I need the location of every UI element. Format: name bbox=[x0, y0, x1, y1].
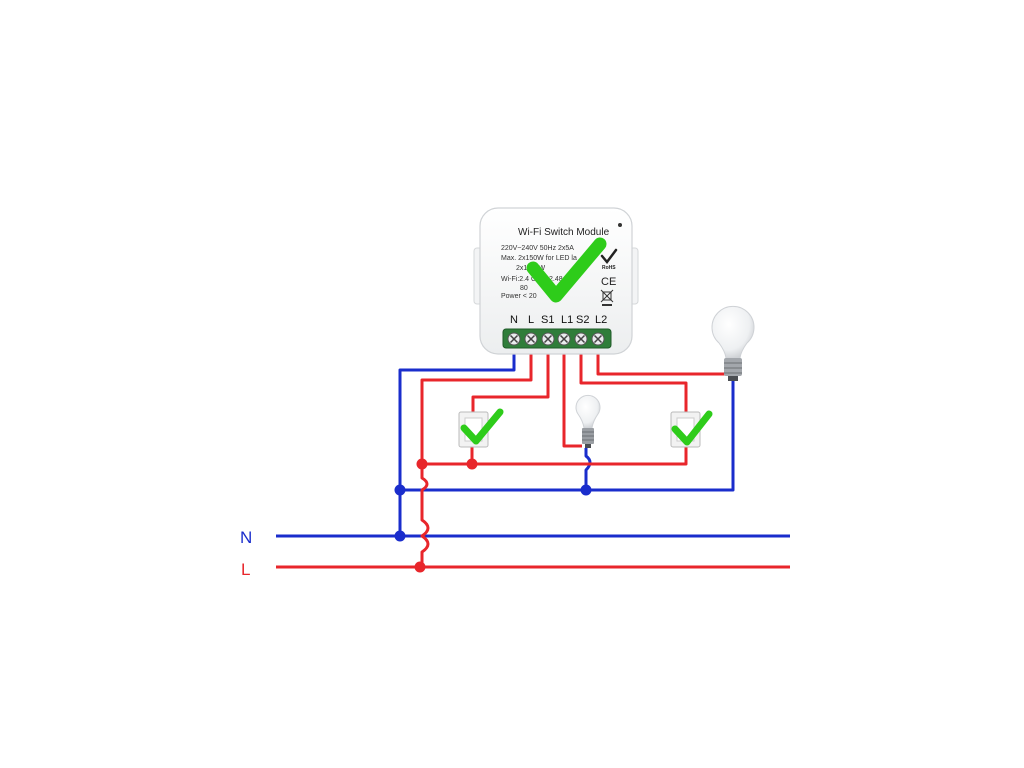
terminal-screw bbox=[507, 332, 521, 346]
junction-dot bbox=[394, 484, 406, 496]
light-bulb-large bbox=[711, 305, 755, 381]
neutral-bus-label: N bbox=[240, 528, 252, 547]
terminal-screw bbox=[524, 332, 538, 346]
terminal-label-s1: S1 bbox=[541, 314, 554, 326]
terminal-screw bbox=[541, 332, 555, 346]
s1-wire bbox=[471, 342, 550, 412]
terminal-screw bbox=[591, 332, 605, 346]
terminal-screw bbox=[574, 332, 588, 346]
junction-dot bbox=[466, 458, 478, 470]
module-spec-6: Power < 20 bbox=[501, 293, 537, 300]
wifi-switch-module: Wi-Fi Switch Module 220V~240V 50Hz 2x5A … bbox=[473, 207, 639, 355]
junction-dot bbox=[414, 561, 426, 573]
terminal-screw bbox=[557, 332, 571, 346]
module-spec-5: 80 bbox=[520, 285, 528, 292]
checkmark-icon bbox=[671, 410, 713, 446]
ce-mark: CE bbox=[601, 276, 616, 288]
module-title: Wi-Fi Switch Module bbox=[518, 227, 610, 238]
terminal-screws bbox=[507, 332, 605, 346]
rohs-label: RoHS bbox=[602, 265, 616, 271]
junction-dot bbox=[416, 458, 428, 470]
module-spec-4: Wi-Fi:2.4 GHz~2.48 bbox=[501, 276, 563, 283]
s2-wire bbox=[579, 342, 688, 412]
junctions bbox=[394, 458, 592, 573]
live-bus-label: L bbox=[241, 560, 250, 579]
terminal-label-l2: L2 bbox=[595, 314, 607, 326]
terminal-label-l1: L1 bbox=[561, 314, 573, 326]
live-wire-module bbox=[420, 342, 533, 567]
wall-switch-right bbox=[670, 410, 713, 448]
weee-bin-icon bbox=[600, 289, 614, 306]
light-bulb-icon bbox=[575, 394, 601, 429]
terminal-label-l: L bbox=[528, 314, 534, 326]
terminal-label-s2: S2 bbox=[576, 314, 589, 326]
l1-wire bbox=[562, 342, 582, 448]
light-bulb-icon bbox=[711, 305, 755, 359]
neutral-wire-module bbox=[398, 342, 516, 536]
rohs-check-icon bbox=[600, 248, 618, 265]
status-led bbox=[618, 223, 622, 227]
module-spec-1: 220V~240V 50Hz 2x5A bbox=[501, 245, 574, 252]
live-wires bbox=[276, 342, 790, 569]
wires bbox=[276, 342, 790, 569]
junction-dot bbox=[394, 530, 406, 542]
checkmark-icon bbox=[460, 408, 504, 445]
light-bulb-small bbox=[575, 394, 601, 448]
neutral-wire-lamp-return bbox=[400, 378, 735, 492]
module-spec-2: Max. 2x150W for LED la bbox=[501, 255, 577, 262]
junction-dot bbox=[580, 484, 592, 496]
neutral-wires bbox=[276, 342, 790, 538]
terminal-label-n: N bbox=[510, 314, 518, 326]
checkmark-icon bbox=[526, 237, 607, 303]
wall-switch-left bbox=[458, 408, 504, 448]
neutral-wire-bulb-small bbox=[584, 448, 592, 490]
